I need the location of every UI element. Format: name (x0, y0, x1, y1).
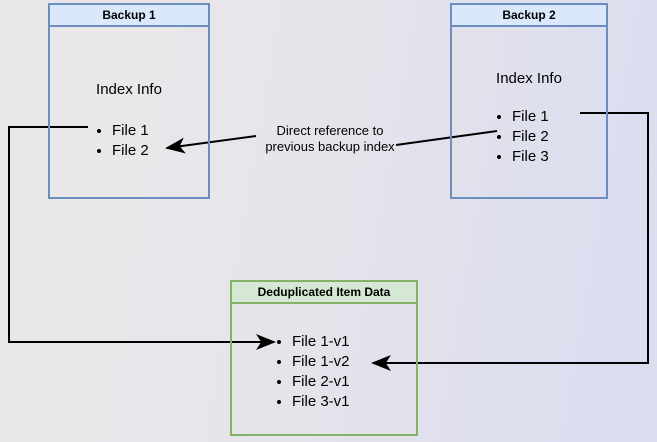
backup2-header: Backup 2 (452, 5, 606, 27)
annotation-line-2: previous backup index (265, 139, 395, 154)
list-item: File 1 (512, 107, 549, 127)
list-item: File 2-v1 (292, 372, 350, 392)
annotation-label: Direct reference to previous backup inde… (255, 123, 405, 155)
list-item: File 1-v1 (292, 332, 350, 352)
backup1-file-list: File 1 File 2 (94, 121, 149, 161)
backup2-body: Index Info File 1 File 2 File 3 (452, 27, 606, 197)
backup2-index-label: Index Info (496, 70, 562, 87)
annotation-line-1: Direct reference to (276, 123, 384, 138)
backup2-box[interactable]: Backup 2 Index Info File 1 File 2 File 3 (450, 3, 608, 199)
list-item: File 2 (112, 141, 149, 161)
list-item: File 3-v1 (292, 392, 350, 412)
backup1-body: Index Info File 1 File 2 (50, 27, 208, 197)
list-item: File 2 (512, 127, 549, 147)
backup2-file-list: File 1 File 2 File 3 (494, 107, 549, 167)
backup1-index-label: Index Info (96, 81, 162, 98)
dedup-header: Deduplicated Item Data (232, 282, 416, 304)
backup1-box[interactable]: Backup 1 Index Info File 1 File 2 (48, 3, 210, 199)
dedup-body: File 1-v1 File 1-v2 File 2-v1 File 3-v1 (232, 304, 416, 434)
list-item: File 1-v2 (292, 352, 350, 372)
backup1-header: Backup 1 (50, 5, 208, 27)
list-item: File 3 (512, 147, 549, 167)
dedup-box[interactable]: Deduplicated Item Data File 1-v1 File 1-… (230, 280, 418, 436)
list-item: File 1 (112, 121, 149, 141)
dedup-item-list: File 1-v1 File 1-v2 File 2-v1 File 3-v1 (274, 332, 350, 412)
